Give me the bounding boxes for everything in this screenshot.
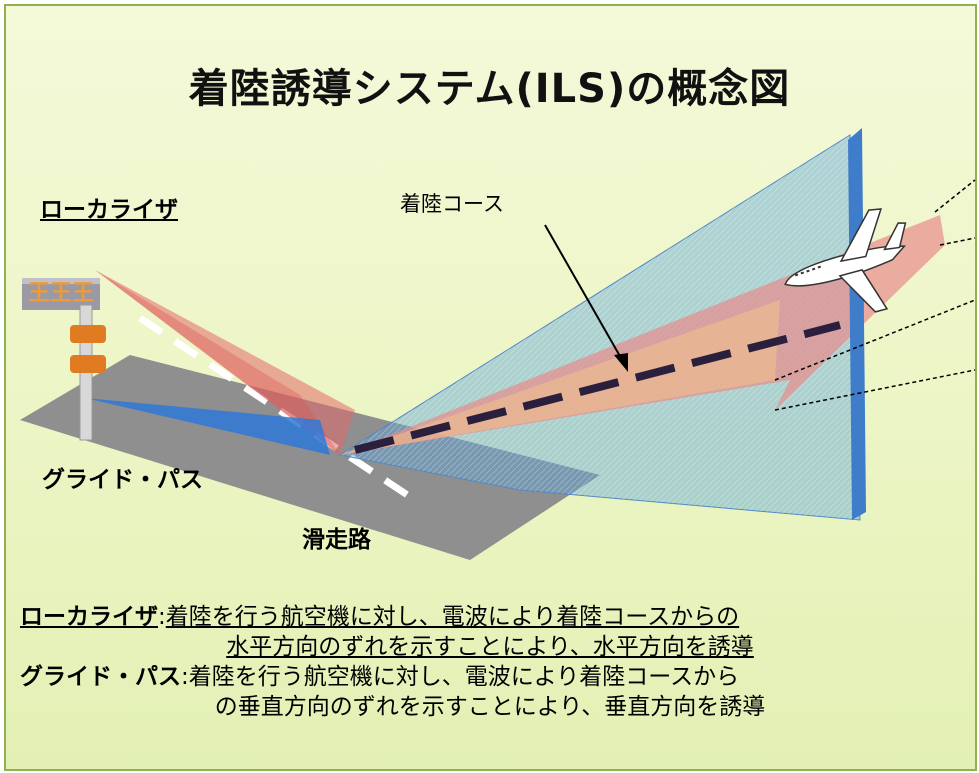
localizer-beam-left-2	[95, 270, 340, 455]
localizer-beam-core	[340, 300, 780, 455]
glide-path-label: グライド・パス	[42, 467, 203, 493]
runway-label: 滑走路	[302, 527, 371, 553]
glide-description-line2: の垂直方向のずれを示すことにより、垂直方向を誘導	[214, 694, 766, 720]
localizer-description-line2: 水平方向のずれを示すことにより、水平方向を誘導	[226, 634, 754, 660]
course-arrow-head	[614, 353, 628, 372]
glide-path-tower	[70, 304, 106, 441]
runway-centerline	[138, 315, 417, 503]
leader-line-4	[774, 369, 976, 411]
localizer-beam-left	[95, 270, 355, 455]
localizer-antenna: 王王王	[22, 278, 100, 310]
leader-line-3	[774, 299, 976, 381]
glide-path-term: グライド・パス	[20, 664, 181, 690]
leader-line-1	[934, 179, 976, 213]
glide-beam-left	[85, 398, 330, 455]
localizer-term: ローカライザ	[20, 604, 158, 630]
description-block: ローカライザ:着陸を行う航空機に対し、電波により着陸コースからの 水平方向のずれ…	[20, 602, 960, 722]
landing-course-line	[354, 321, 841, 454]
glide-description-line1: グライド・パス:着陸を行う航空機に対し、電波により着陸コースから	[20, 664, 740, 690]
course-arrow	[544, 224, 626, 366]
landing-course-label: 着陸コース	[400, 192, 504, 216]
aircraft-icon	[784, 208, 907, 313]
localizer-description-line1: ローカライザ:着陸を行う航空機に対し、電波により着陸コースからの	[20, 604, 740, 630]
svg-text:王王王: 王王王	[28, 281, 94, 306]
leader-line-2	[939, 237, 976, 246]
page-title: 着陸誘導システム(ILS)の概念図	[188, 66, 791, 112]
localizer-label: ローカライザ	[40, 197, 178, 223]
